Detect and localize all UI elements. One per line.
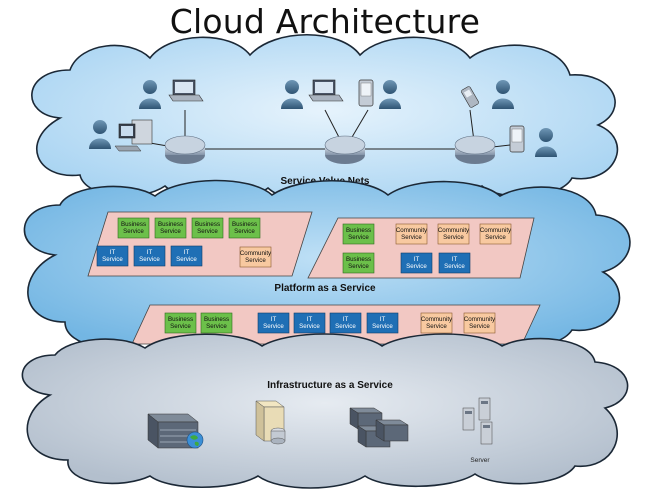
person-icon [139,80,161,109]
service-box-label: Business [346,256,371,263]
page-title: Cloud Architecture [169,2,481,41]
pda-icon [358,79,374,107]
person-icon [281,80,303,109]
service-box-label: Service [170,323,191,330]
person-icon [89,120,111,149]
service-box-label: Business [121,221,146,228]
service-box-label: Service [401,234,422,241]
server-rack-icon [349,407,409,448]
service-box-label: IT [147,249,153,256]
service-box-label: Service [406,263,427,270]
service-box-label: Service [139,256,160,263]
service-box-label: Service [426,323,447,330]
service-box-label: Business [346,227,371,234]
service-box-label: IT [380,316,386,323]
service-box-label: Service [263,323,284,330]
service-box-label: Community [396,227,428,234]
laptop-icon [168,79,204,102]
service-box-label: Service [335,323,356,330]
service-box-label: Service [372,323,393,330]
layer-label-platform: Platform as a Service [274,283,376,294]
person-icon [492,80,514,109]
service-box-label: Service [348,234,369,241]
service-box-label: Service [197,228,218,235]
service-box-label: Business [195,221,220,228]
laptop-icon [308,79,344,102]
infrastructure-as-a-service-cloud [21,333,629,489]
router-icon [454,135,496,164]
router-icon [324,135,366,164]
service-box-label: Service [123,228,144,235]
globe-icon [186,431,204,449]
desktop-computer-icon [114,119,153,152]
person-icon [535,128,557,157]
layer-label-infrastructure: Infrastructure as a Service [267,380,393,391]
service-box-label: Community [421,316,453,323]
service-box-label: IT [452,256,458,263]
service-box-label: Community [480,227,512,234]
service-box-label: Service [299,323,320,330]
service-box-label: Service [206,323,227,330]
service-box-label: IT [271,316,277,323]
service-box-label: Community [464,316,496,323]
service-box-label: Service [485,234,506,241]
tower-server-icon [462,397,493,445]
database-server-icon [255,400,286,445]
service-box-label: IT [414,256,420,263]
router-icon [164,135,206,164]
service-box-label: IT [343,316,349,323]
service-boxes: BusinessServiceBusinessServiceBusinessSe… [96,217,512,334]
service-box-label: Service [176,256,197,263]
service-box-label: Service [102,256,123,263]
service-box-label: Service [245,257,266,264]
service-box-label: Service [444,263,465,270]
service-box-label: IT [307,316,313,323]
service-box-label: Service [348,263,369,270]
service-box-label: Service [160,228,181,235]
service-box-label: Community [240,250,272,257]
person-icon [379,80,401,109]
service-box-label: Business [168,316,193,323]
service-box-label: IT [110,249,116,256]
cell-phone-icon [461,86,479,108]
service-box-label: Business [232,221,257,228]
service-box-label: Service [443,234,464,241]
service-box-label: Service [469,323,490,330]
server-label: Server [470,457,490,464]
service-box-label: Community [438,227,470,234]
service-box-label: Business [204,316,229,323]
service-box-label: Business [158,221,183,228]
service-box-label: Service [234,228,255,235]
service-box-label: IT [184,249,190,256]
pda-icon [509,125,525,153]
